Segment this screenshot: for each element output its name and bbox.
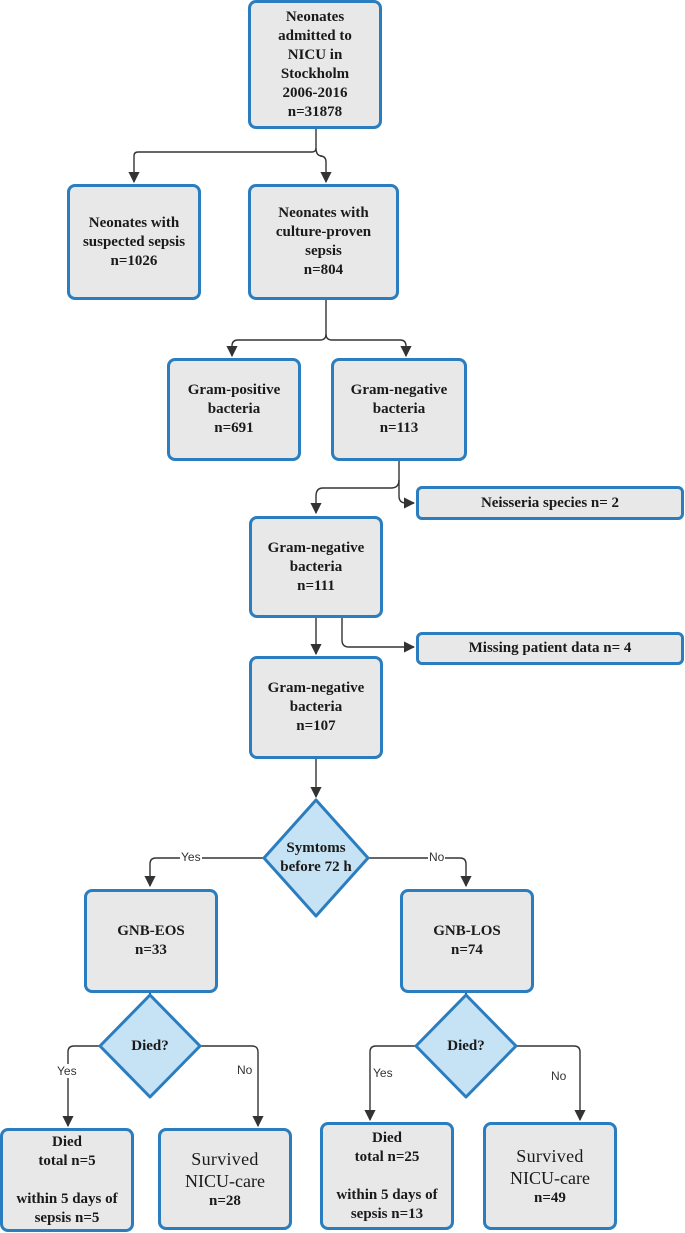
node-los-line-1: GNB-LOS [433, 923, 501, 939]
node-gn113-line-3: n=113 [379, 420, 419, 436]
node-gn107-line-1: Gram-negative [267, 680, 365, 696]
node-gram-positive-line-3: n=691 [214, 420, 254, 436]
node-gram-positive-line-1: Gram-positive [187, 382, 281, 398]
node-gram-negative-111: Gram-negative bacteria n=111 [249, 516, 383, 618]
node-survived-eos-line-1: Survived [191, 1148, 259, 1169]
node-gram-negative-113: Gram-negative bacteria n=113 [331, 358, 467, 461]
node-culture-line-3: sepsis [305, 243, 342, 259]
node-survived-los-line-2: NICU-care [510, 1167, 590, 1188]
connector-gn113-gn111 [310, 460, 400, 515]
node-gn107-line-2: bacteria [289, 699, 343, 715]
decision-died-los-shape [414, 993, 518, 1099]
node-died-los-line-3: within 5 days of [336, 1186, 438, 1203]
node-survived-los-line-3: n=49 [534, 1189, 566, 1206]
decision-died-los-label: Died? [447, 1037, 485, 1054]
node-survived-los: Survived NICU-care n=49 [483, 1122, 617, 1230]
decision-died-eos: Died? [100, 995, 200, 1097]
edge-label-yes-los-died: Yes [372, 1066, 394, 1080]
connector-eosdied-died [62, 1045, 100, 1128]
node-culture-line-4: n=804 [303, 262, 344, 278]
connector-admitted-suspected [128, 128, 317, 184]
node-died-los-line-2: total n=25 [354, 1148, 420, 1165]
node-gram-positive-line-2: bacteria [207, 401, 261, 417]
connector-losdied-survived [516, 1045, 586, 1122]
node-culture-line-1: Neonates with [278, 205, 369, 221]
connector-gn111-missing [341, 617, 416, 653]
decision-died-eos-label: Died? [131, 1037, 169, 1054]
node-suspected-line-1: Neonates with [88, 214, 180, 231]
connector-losdied-died [364, 1045, 416, 1122]
node-admitted-line-5: 2006-2016 [282, 84, 348, 101]
edge-label-yes-eos-died: Yes [56, 1064, 78, 1078]
node-admitted: Neonates admitted to NICU in Stockholm 2… [248, 0, 382, 129]
node-admitted-line-2: admitted to [278, 27, 352, 44]
decision-died-los: Died? [416, 995, 516, 1097]
node-gnb-eos: GNB-EOS n=33 [84, 889, 218, 993]
decision-symptoms-line-1: Symtoms [286, 840, 346, 856]
node-suspected-line-2: suspected sepsis [82, 233, 186, 250]
node-gnb-los: GNB-LOS n=74 [400, 889, 534, 993]
edge-label-yes-eos: Yes [180, 850, 202, 864]
connector-admitted-culture [315, 147, 332, 184]
node-gram-positive: Gram-positive bacteria n=691 [167, 358, 301, 461]
connector-decision-eos [144, 857, 266, 888]
decision-symptoms: Symtoms before 72 h [264, 800, 368, 916]
node-eos-line-1: GNB-EOS [117, 923, 185, 939]
node-admitted-line-6: n=31878 [287, 103, 343, 120]
node-survived-eos: Survived NICU-care n=28 [158, 1128, 292, 1230]
connector-decision-los [368, 857, 472, 888]
node-died-los-line-4: sepsis n=13 [350, 1205, 424, 1222]
connector-culture-gramneg [325, 333, 412, 358]
edge-label-no-los: No [428, 850, 446, 864]
node-culture-line-2: culture-proven [275, 224, 372, 240]
node-died-eos-line-2: total n=5 [38, 1152, 96, 1169]
node-neisseria-label: Neisseria species n= 2 [480, 494, 620, 511]
node-survived-los-line-1: Survived [516, 1145, 584, 1166]
node-gn113-line-2: bacteria [372, 401, 426, 417]
edge-label-no-los-survived: No [550, 1069, 568, 1083]
node-admitted-line-4: Stockholm [280, 65, 350, 82]
node-gram-negative-107: Gram-negative bacteria n=107 [249, 656, 383, 759]
node-gn113-line-1: Gram-negative [350, 382, 448, 398]
node-died-eos-line-1: Died [52, 1133, 82, 1150]
node-missing-label: Missing patient data n= 4 [468, 640, 632, 656]
node-survived-eos-line-2: NICU-care [185, 1170, 265, 1191]
decision-died-eos-shape [98, 993, 202, 1099]
node-los-line-2: n=74 [451, 942, 483, 958]
node-gn111-line-1: Gram-negative [267, 539, 365, 556]
connector-culture-gram [226, 300, 327, 358]
connector-eosdied-survived [200, 1045, 264, 1128]
node-died-eos: Died total n=5 within 5 days of sepsis n… [0, 1128, 134, 1232]
node-eos-line-2: n=33 [135, 942, 167, 958]
node-suspected-line-3: n=1026 [110, 252, 158, 269]
node-survived-eos-line-3: n=28 [209, 1192, 241, 1209]
node-gn111-line-2: bacteria [289, 558, 343, 575]
node-admitted-line-3: NICU in [287, 46, 343, 63]
node-suspected-sepsis: Neonates with suspected sepsis n=1026 [67, 184, 201, 300]
edge-label-no-eos-survived: No [236, 1063, 254, 1077]
node-died-eos-line-3: within 5 days of [16, 1190, 118, 1207]
node-died-los-line-1: Died [372, 1129, 402, 1146]
node-gn107-line-3: n=107 [296, 718, 336, 734]
node-missing-data: Missing patient data n= 4 [416, 632, 684, 665]
node-culture-proven: Neonates with culture-proven sepsis n=80… [248, 184, 399, 300]
decision-symptoms-shape [262, 798, 370, 918]
node-admitted-line-1: Neonates [285, 8, 345, 25]
node-died-eos-line-4: sepsis n=5 [34, 1209, 100, 1226]
connector-gn113-neisseria [398, 480, 416, 509]
decision-symptoms-line-2: before 72 h [280, 859, 352, 875]
node-gn111-line-3: n=111 [297, 577, 335, 594]
node-neisseria: Neisseria species n= 2 [416, 486, 684, 520]
node-died-los: Died total n=25 within 5 days of sepsis … [320, 1122, 454, 1230]
